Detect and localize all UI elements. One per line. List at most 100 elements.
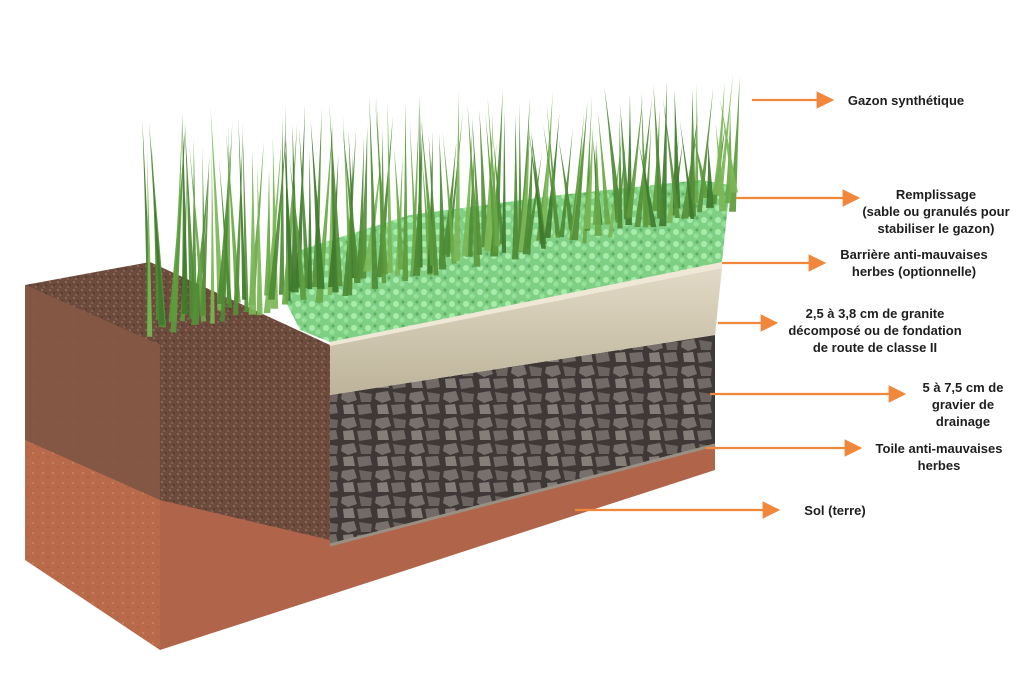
grass-blade [543, 123, 561, 236]
soil-upper-side [160, 345, 330, 540]
grass-blade [619, 103, 631, 220]
grass-blade [546, 103, 561, 238]
grass-blade [315, 125, 333, 303]
grass-blade [201, 147, 207, 315]
granite-layer [330, 268, 722, 395]
label-gravier: 5 à 7,5 cm de gravier de drainage [922, 380, 1004, 429]
grass-blade [369, 96, 379, 289]
grass-blade [289, 158, 307, 300]
grass-blade [358, 125, 368, 279]
grass-blade [720, 99, 738, 193]
grass-blade [687, 89, 696, 217]
grass-blade [487, 96, 501, 247]
grass-blade [219, 159, 233, 308]
grass-blade [248, 140, 264, 306]
grass-blade [672, 90, 681, 209]
grass-blade [597, 110, 611, 225]
grass-blade [428, 133, 439, 276]
gravel-layer [330, 335, 715, 545]
grass-blade [442, 131, 457, 264]
grass-blade [501, 108, 507, 253]
grass-blade [299, 127, 311, 289]
grass-blade [232, 135, 243, 316]
grass-blade [148, 121, 167, 328]
label-remplissage: Remplissage (sable ou granulés pour stab… [858, 186, 1014, 237]
label-granite: 2,5 à 3,8 cm de granite décomposé ou de … [788, 306, 962, 355]
label-remplissage-note: (sable ou granulés pour stabiliser le ga… [862, 204, 1010, 236]
grass-blade [184, 125, 197, 320]
grass-blade [307, 150, 313, 290]
grass-blade [278, 115, 285, 295]
label-gazon: Gazon synthétique [847, 93, 965, 108]
label-sol: Sol (terre) [804, 503, 866, 518]
weed-barrier-layer [330, 262, 722, 346]
grass-blade [471, 115, 483, 255]
grass-blade [329, 103, 343, 287]
grass-blade [242, 122, 249, 312]
grass-blades [142, 73, 740, 337]
grass-blade [641, 91, 648, 228]
grass-blade [538, 91, 553, 237]
grass-blade [617, 116, 623, 229]
grass-blade [147, 150, 153, 337]
grass-blade [544, 112, 560, 238]
grass-blade [479, 109, 489, 248]
grass-blade [264, 170, 271, 296]
weed-fabric-line [329, 443, 716, 547]
grass-blade [420, 117, 437, 266]
grass-blade [387, 100, 393, 273]
grass-blade [210, 107, 225, 311]
label-barriere: Barrière anti-mauvaises herbes (optionne… [840, 247, 988, 279]
grass-blade [638, 143, 657, 228]
grass-blade [530, 130, 547, 245]
grass-blade [248, 149, 257, 315]
grass-blade [310, 120, 325, 289]
grass-blade [706, 141, 714, 208]
grass-blade [181, 110, 189, 315]
grass-blade [694, 83, 699, 204]
grass-blade [375, 99, 389, 275]
grass-blade [402, 100, 409, 281]
grass-blade [512, 113, 519, 260]
grass-blade [220, 121, 233, 322]
grass-blade [528, 129, 547, 249]
grass-blade [653, 84, 664, 219]
grass-blade [453, 90, 461, 262]
grass-blade [409, 119, 419, 264]
grass-blade [492, 134, 505, 245]
grass-blade [170, 124, 185, 333]
grass-blade [413, 121, 423, 276]
grass-blade [604, 87, 623, 222]
grass-blade [238, 116, 247, 300]
soil-top-edge [25, 285, 160, 500]
grass-blade [666, 135, 679, 224]
grass-blade [461, 123, 473, 257]
grass-blade [152, 175, 165, 326]
grass-blade [210, 146, 215, 324]
grass-blade [441, 141, 457, 255]
grass-blade [342, 127, 361, 283]
grass-blade [216, 142, 231, 304]
grass-blade [327, 117, 333, 296]
grass-blade [594, 144, 602, 236]
grass-blade [571, 100, 588, 241]
grass-blade [465, 150, 475, 257]
grass-blade [679, 119, 695, 219]
grass-blade [345, 153, 353, 296]
grass-blade [659, 81, 667, 227]
grass-blade [189, 145, 207, 322]
grass-blade [583, 125, 594, 229]
grass-blade [268, 134, 287, 300]
grass-blade [394, 147, 405, 270]
grass-blade [558, 139, 575, 230]
grass-blade [715, 123, 727, 212]
grass-blade [692, 134, 710, 199]
grass-blade [438, 134, 447, 270]
grass-blade [283, 134, 295, 292]
grass-blade [517, 102, 523, 251]
grass-blade [662, 98, 680, 219]
grass-blade [256, 164, 263, 316]
